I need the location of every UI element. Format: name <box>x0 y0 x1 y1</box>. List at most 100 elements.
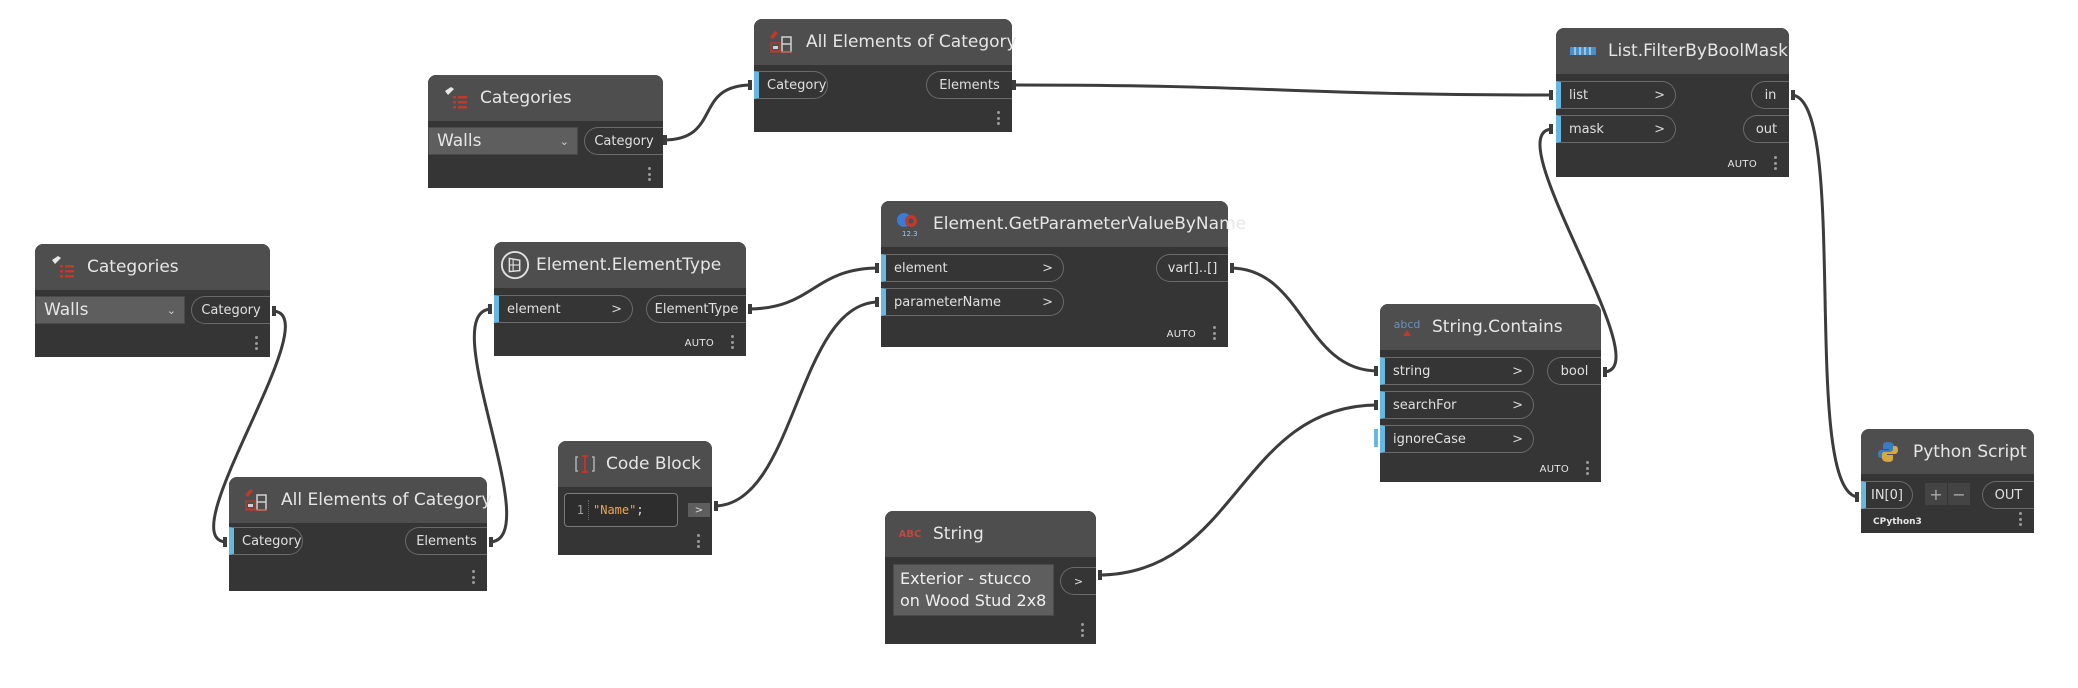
input-port-string[interactable]: string > <box>1380 357 1534 385</box>
node-get-parameter-value-by-name[interactable]: 12.3 Element.GetParameterValueByName ele… <box>881 201 1246 347</box>
node-menu-icon[interactable] <box>1080 623 1084 637</box>
node-header[interactable]: All Elements of Category <box>229 477 492 523</box>
plus-icon: + <box>1929 484 1943 504</box>
port-label: > <box>1073 574 1084 588</box>
chevron-right-icon: > <box>1512 363 1523 379</box>
string-contains-icon: abcd <box>1392 312 1422 342</box>
add-input-button[interactable]: + <box>1925 483 1947 505</box>
string-value: Exterior - stucco on Wood Stud 2x8 <box>900 569 1047 610</box>
port-label: Category <box>767 77 827 93</box>
remove-input-button[interactable]: − <box>1948 483 1970 505</box>
wire-element-type-to-get-param[interactable] <box>747 266 880 311</box>
wire-end-cap <box>488 304 492 314</box>
lacing-label[interactable]: AUTO <box>1539 464 1569 475</box>
node-menu-icon[interactable] <box>730 335 734 349</box>
wire-end-cap <box>1855 492 1859 502</box>
node-header[interactable]: ABC String <box>885 511 1096 557</box>
input-port-mask[interactable]: mask > <box>1556 115 1676 143</box>
default-value-indicator <box>1374 429 1378 447</box>
node-header[interactable]: List.FilterByBoolMask <box>1556 28 1789 74</box>
node-menu-icon[interactable] <box>647 167 651 181</box>
engine-label[interactable]: CPython3 <box>1873 517 1922 527</box>
node-header[interactable]: 12.3 Element.GetParameterValueByName <box>881 201 1246 247</box>
node-header[interactable]: Categories <box>35 244 270 290</box>
node-python-script[interactable]: Python Script IN[0] + − OUT CPython3 <box>1861 429 2034 533</box>
input-port-in0[interactable]: IN[0] <box>1861 481 1913 509</box>
node-header[interactable]: Code Block <box>558 441 712 487</box>
chevron-right-icon: > <box>1512 397 1523 413</box>
node-menu-icon[interactable] <box>471 570 475 584</box>
output-port-in[interactable]: in <box>1751 81 1789 109</box>
node-code-block[interactable]: Code Block 1 "Name"; > <box>558 441 712 555</box>
wire-all-elements-to-filter-list[interactable] <box>1011 83 1554 97</box>
node-string-contains[interactable]: abcd String.Contains string > searchFor … <box>1374 304 1601 482</box>
output-port[interactable]: > <box>1060 567 1096 595</box>
output-port-elements[interactable]: Elements <box>926 71 1012 99</box>
node-title: String.Contains <box>1432 317 1563 337</box>
input-port-ignorecase[interactable]: ignoreCase > <box>1380 425 1534 453</box>
node-categories-top[interactable]: Categories Walls ⌄ Category <box>428 75 663 188</box>
wire-string-to-search-for[interactable] <box>1097 403 1379 577</box>
lacing-label[interactable]: AUTO <box>1727 159 1757 170</box>
node-header[interactable]: abcd String.Contains <box>1380 304 1601 350</box>
node-header[interactable]: Python Script <box>1861 429 2034 474</box>
node-menu-icon[interactable] <box>1585 461 1589 475</box>
input-port-searchfor[interactable]: searchFor > <box>1380 391 1534 419</box>
wire-start-cap <box>714 501 718 511</box>
lacing-label[interactable]: AUTO <box>684 338 714 349</box>
string-icon-text: ABC <box>898 528 922 540</box>
node-element-type[interactable]: Element.ElementType element > ElementTyp… <box>494 242 746 356</box>
output-port-elementtype[interactable]: ElementType <box>646 295 746 323</box>
output-port-out[interactable]: OUT <box>1982 481 2034 509</box>
wire-get-param-to-string-contains[interactable] <box>1229 266 1379 373</box>
node-title: Code Block <box>606 454 701 474</box>
lacing-label[interactable]: AUTO <box>1166 329 1196 340</box>
wire-end-cap <box>223 537 227 547</box>
node-title: String <box>933 524 984 544</box>
input-port-category[interactable]: Category <box>754 71 828 99</box>
string-input[interactable]: Exterior - stucco on Wood Stud 2x8 <box>893 564 1054 616</box>
input-port-category[interactable]: Category <box>229 527 303 555</box>
wire-end-cap <box>748 80 752 90</box>
code-editor[interactable]: 1 "Name"; <box>564 493 678 527</box>
node-all-elements-bottom[interactable]: All Elements of Category Category Elemen… <box>229 477 492 591</box>
wire-end-cap <box>875 263 879 273</box>
string-contains-icon-text: abcd <box>1393 317 1421 331</box>
node-header[interactable]: Element.ElementType <box>494 242 746 288</box>
node-menu-icon[interactable] <box>2018 512 2022 526</box>
output-port-bool[interactable]: bool <box>1547 357 1601 385</box>
node-title: All Elements of Category <box>281 490 492 510</box>
node-menu-icon[interactable] <box>996 111 1000 125</box>
node-menu-icon[interactable] <box>696 534 700 548</box>
output-port-category[interactable]: Category <box>584 127 663 155</box>
output-port-elements[interactable]: Elements <box>405 527 487 555</box>
category-dropdown[interactable]: Walls ⌄ <box>35 296 185 324</box>
node-header[interactable]: Categories <box>428 75 663 121</box>
line-number: 1 <box>565 500 589 520</box>
port-label: in <box>1764 87 1777 103</box>
node-menu-icon[interactable] <box>1773 156 1777 170</box>
node-menu-icon[interactable] <box>254 336 258 350</box>
input-port-list[interactable]: list > <box>1556 81 1676 109</box>
node-all-elements-top[interactable]: All Elements of Category Category Elemen… <box>754 19 1017 132</box>
port-label: out <box>1755 121 1778 137</box>
node-string[interactable]: ABC String Exterior - stucco on Wood Stu… <box>885 511 1096 644</box>
node-title: Categories <box>480 88 572 108</box>
wire-categories-to-all-elements-top[interactable] <box>662 83 753 142</box>
port-label: IN[0] <box>1871 487 1903 503</box>
get-parameter-icon: 12.3 <box>893 209 923 239</box>
output-port-out[interactable]: out <box>1743 115 1789 143</box>
input-port-parametername[interactable]: parameterName > <box>881 288 1064 316</box>
input-port-element[interactable]: element > <box>881 254 1064 282</box>
output-port-var[interactable]: var[]..[] <box>1156 254 1228 282</box>
port-label: bool <box>1560 363 1589 379</box>
output-port-category[interactable]: Category <box>191 296 270 324</box>
output-port[interactable]: > <box>688 503 710 517</box>
node-categories-left[interactable]: Categories Walls ⌄ Category <box>35 244 270 357</box>
category-dropdown[interactable]: Walls ⌄ <box>428 127 578 155</box>
wire-in-to-python[interactable] <box>1790 93 1860 499</box>
node-menu-icon[interactable] <box>1212 326 1216 340</box>
node-header[interactable]: All Elements of Category <box>754 19 1017 65</box>
input-port-element[interactable]: element > <box>494 295 633 323</box>
node-list-filter-by-bool-mask[interactable]: List.FilterByBoolMask list > mask > in o… <box>1556 28 1789 177</box>
